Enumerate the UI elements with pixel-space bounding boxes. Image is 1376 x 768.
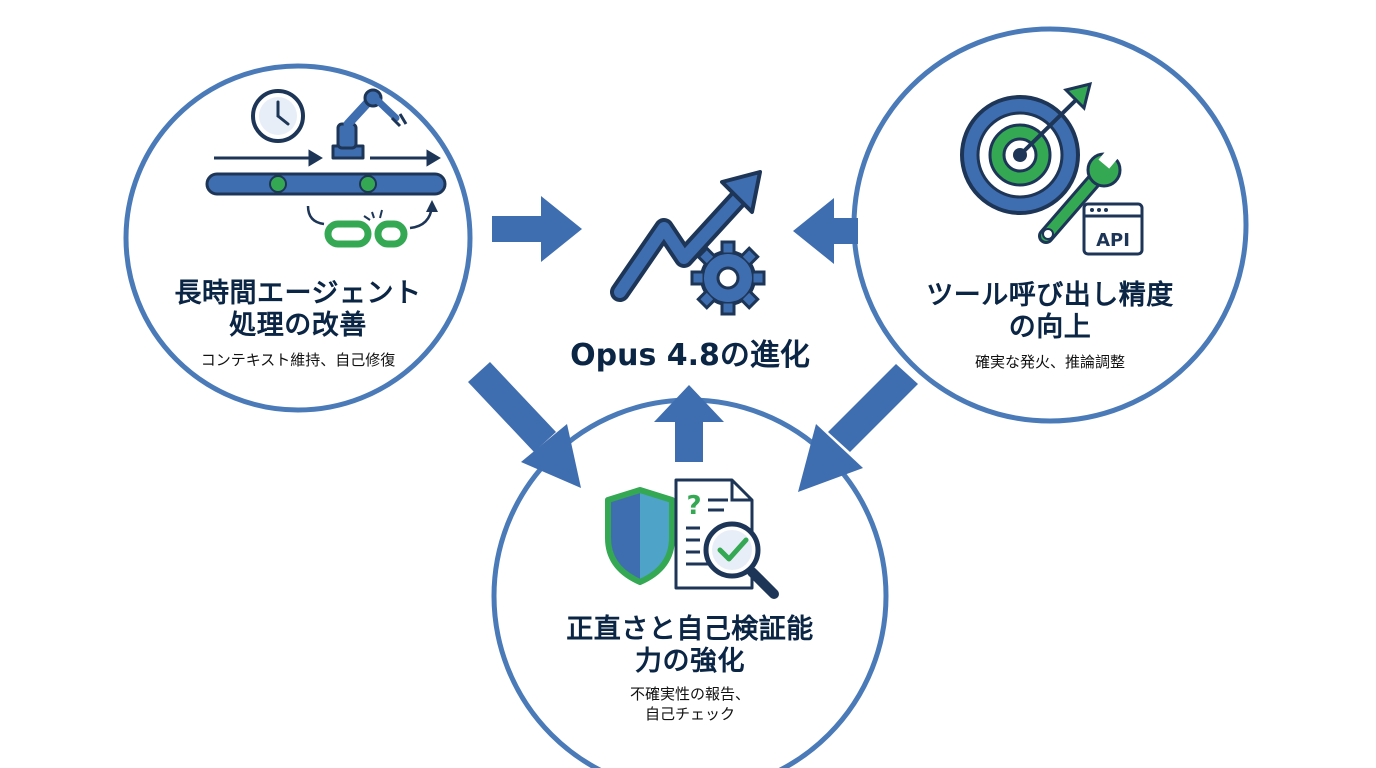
growth-gear-icon (610, 170, 766, 316)
honesty-title-line1: 正直さと自己検証能 (566, 614, 814, 645)
long-agent-subtitle: コンテキスト維持、自己修復 (200, 351, 396, 369)
long-agent-title-line2: 処理の改善 (229, 310, 367, 341)
center-title: Opus 4.8の進化 (570, 338, 810, 373)
broken-chain-icon (306, 200, 438, 248)
target-icon (960, 81, 1093, 215)
api-window-icon: API (1082, 202, 1144, 256)
robot-arm-icon (331, 88, 408, 160)
tool-call-subtitle: 確実な発火、推論調整 (974, 353, 1125, 371)
tool-call-title-line2: の向上 (1008, 312, 1092, 343)
wrench-icon (1038, 147, 1122, 244)
arrow-left-to-bottom (468, 362, 581, 488)
conveyor-belt-icon (205, 172, 447, 196)
api-label: API (1096, 230, 1130, 251)
arrow-bottom-to-center (654, 385, 724, 462)
tool-call-title-line1: ツール呼び出し精度 (926, 280, 1174, 311)
flow-arrows-icon (214, 149, 441, 167)
long-agent-circle (123, 63, 473, 413)
svg-text:?: ? (686, 491, 701, 521)
arrow-left-to-center (492, 196, 582, 262)
tool-call-label: ツール呼び出し精度 の向上 確実な発火、推論調整 (910, 280, 1190, 372)
arrow-right-to-center (793, 198, 858, 264)
shield-icon (605, 487, 675, 585)
clock-icon (251, 89, 305, 143)
long-agent-title-line1: 長時間エージェント (174, 278, 422, 309)
honesty-title-line2: 力の強化 (635, 646, 745, 677)
honesty-label: 正直さと自己検証能 力の強化 不確実性の報告、 自己チェック (548, 614, 832, 724)
magnifier-check-icon (703, 521, 779, 599)
arrow-right-to-bottom (798, 364, 918, 492)
honesty-subtitle-line2: 自己チェック (644, 705, 735, 723)
long-agent-label: 長時間エージェント 処理の改善 コンテキスト維持、自己修復 (158, 278, 438, 370)
honesty-subtitle-line1: 不確実性の報告、 (629, 685, 750, 703)
